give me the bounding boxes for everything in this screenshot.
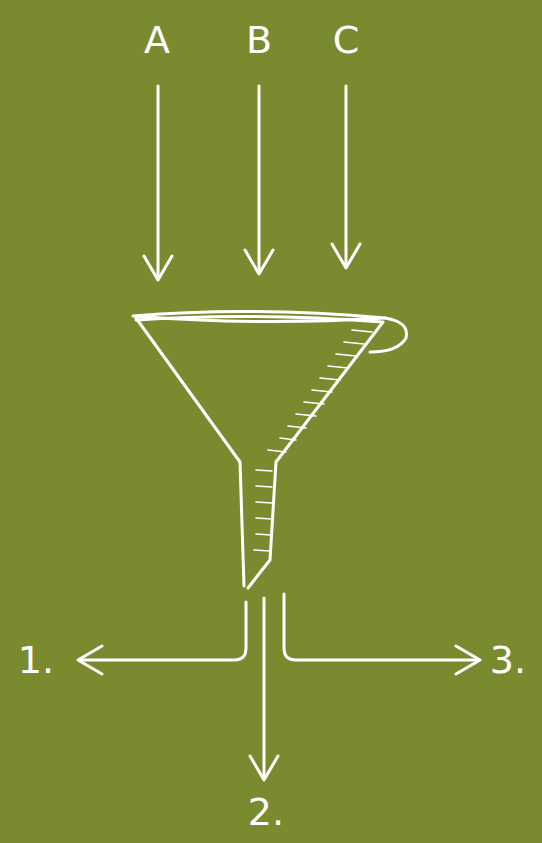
output-arrows bbox=[78, 594, 480, 780]
input-label: B bbox=[246, 21, 272, 59]
input-arrows bbox=[144, 86, 360, 280]
funnel bbox=[133, 311, 407, 588]
output-label: 2. bbox=[248, 793, 284, 831]
input-label: A bbox=[144, 21, 170, 59]
output-label: 1. bbox=[18, 641, 54, 679]
output-label: 3. bbox=[490, 641, 526, 679]
input-label: C bbox=[333, 21, 360, 59]
